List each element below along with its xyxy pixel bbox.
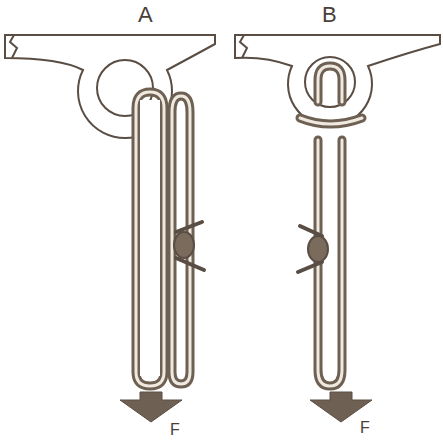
- beam-break: [240, 35, 247, 58]
- force-label: F: [170, 422, 180, 438]
- beam-b: [235, 35, 440, 126]
- beam-a: [5, 35, 215, 138]
- ring-b: [305, 57, 355, 107]
- beam-break: [10, 35, 17, 58]
- force-arrow-b: [310, 392, 372, 422]
- force-arrow-a: [120, 392, 182, 422]
- force-label: F: [360, 420, 370, 436]
- panel-letter: A: [138, 4, 153, 26]
- panel-letter: B: [322, 4, 337, 26]
